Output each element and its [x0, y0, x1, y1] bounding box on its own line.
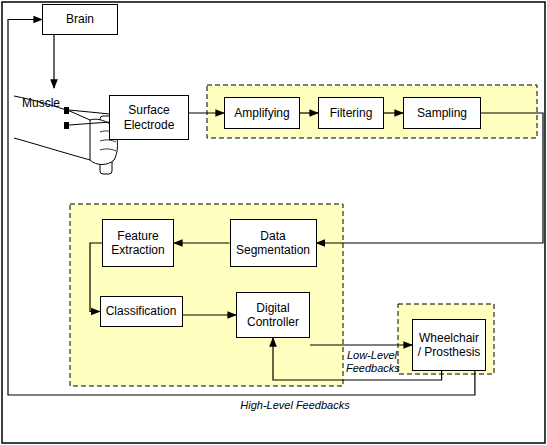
signal-arrow [183, 314, 237, 315]
finger-line [100, 149, 116, 151]
box-label: Surface Electrode [114, 103, 184, 132]
process-box: Digital Controller [236, 292, 310, 338]
electrode-pad [64, 107, 69, 114]
signal-arrow [189, 112, 224, 113]
signal-arrow [310, 344, 412, 345]
arm-outline [14, 138, 90, 160]
process-box: Sampling [403, 97, 481, 129]
process-box: Brain [42, 4, 118, 35]
box-label: Brain [66, 12, 94, 26]
device-group [398, 304, 494, 374]
box-label: Filtering [330, 106, 373, 120]
signal-arrow [300, 112, 318, 113]
process-box: Data Segmentation [230, 219, 317, 267]
box-label: Wheelchair / Prosthesis [417, 331, 481, 360]
box-label: Feature Extraction [107, 229, 169, 258]
process-box: Classification [100, 296, 183, 327]
feedback-label: High-Level Feedbacks [230, 399, 360, 412]
arm-outline [14, 96, 90, 120]
signal-arrow [384, 112, 403, 113]
box-label: Amplifying [234, 106, 289, 120]
part-label: Muscle [22, 96, 60, 110]
process-box: Wheelchair / Prosthesis [412, 319, 486, 371]
processing-group [70, 204, 343, 386]
acquisition-group [207, 85, 537, 138]
signal-arrow [174, 242, 230, 243]
box-label: Classification [106, 304, 177, 318]
finger-line [100, 140, 116, 142]
box-label: Data Segmentation [235, 229, 312, 258]
process-box: Filtering [318, 97, 384, 129]
nerve-arrow [53, 35, 54, 88]
box-label: Digital Controller [241, 301, 305, 330]
signal-arrow [8, 20, 475, 396]
electrode-pad [64, 122, 69, 129]
box-label: Sampling [417, 106, 467, 120]
signal-arrow [317, 113, 544, 243]
process-box: Surface Electrode [109, 95, 189, 140]
process-box: Feature Extraction [102, 219, 174, 267]
process-box: Amplifying [224, 97, 300, 129]
electrode-wire [69, 110, 110, 125]
feedback-label: Low-Level Feedbacks [346, 349, 398, 375]
